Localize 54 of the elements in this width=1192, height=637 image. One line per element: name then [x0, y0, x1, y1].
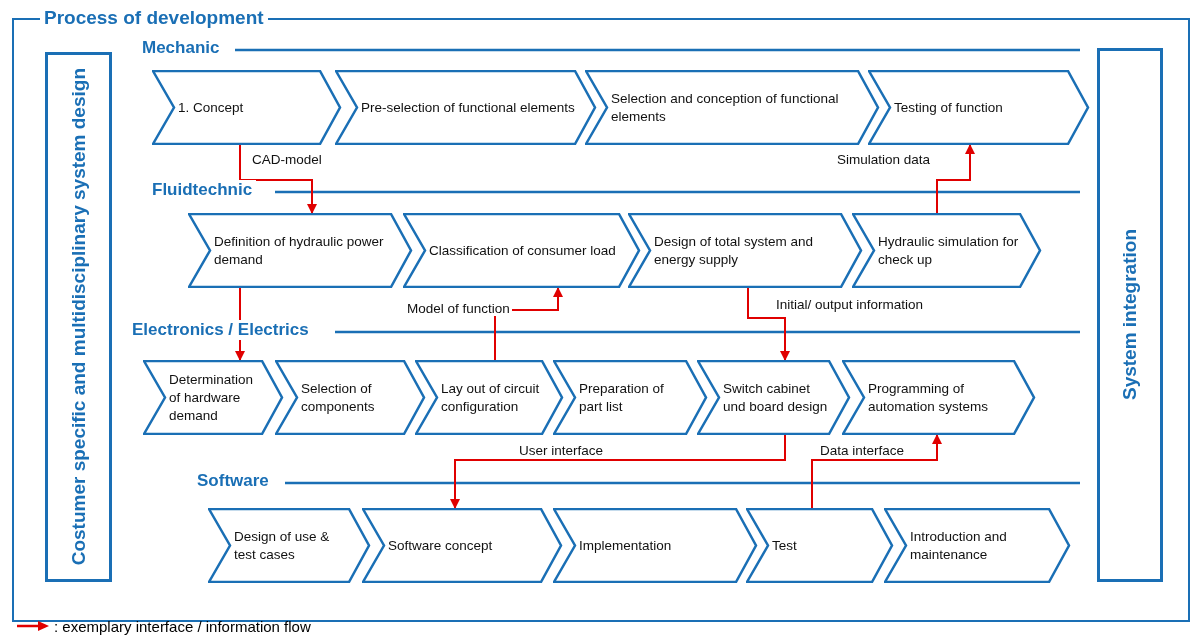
arrow: [936, 144, 975, 214]
side-panel: [1097, 48, 1163, 582]
step-label: Definition of hydraulic power demand: [214, 232, 385, 269]
edge-label: Model of function: [405, 301, 512, 316]
edge-label: Initial/ output information: [774, 297, 926, 312]
step-label: Programming of automation systems: [868, 379, 990, 416]
chevron-step: [585, 70, 880, 145]
legend-label: : exemplary interface / information flow: [54, 618, 311, 635]
step-label: Testing of function: [894, 98, 1003, 117]
edge-label: User interface: [517, 443, 606, 458]
step-label: Switch cabinet und board design: [723, 379, 829, 416]
step-label: Implementation: [579, 536, 672, 555]
step-label: Design of use & test cases: [234, 527, 331, 564]
chevron-step: [188, 213, 413, 288]
step-label: Design of total system and energy supply: [654, 232, 815, 269]
step-label: Hydraulic simulation for check up: [878, 232, 1020, 269]
chevron-step: [884, 508, 1071, 583]
step-label: 1. Concept: [178, 98, 244, 117]
step-label: Test: [772, 536, 797, 555]
step-label: Selection of components: [301, 379, 376, 416]
chevron-step: [746, 508, 894, 583]
arrow: [811, 434, 942, 509]
chevron-step: [852, 213, 1042, 288]
side-panel: [45, 52, 112, 582]
chevron-step: [362, 508, 563, 583]
edge-label: Simulation data: [835, 152, 933, 167]
step-label: Pre-selection of functional elements: [361, 98, 575, 117]
step-label: Classification of consumer load: [429, 241, 616, 260]
chevron-step: [152, 70, 342, 145]
chevron-step: [628, 213, 863, 288]
chevron-step: [842, 360, 1036, 435]
step-label: Determination of hardware demand: [169, 370, 255, 425]
step-label: Preparation of part list: [579, 379, 665, 416]
arrow: [450, 434, 786, 509]
step-label: Lay out of circuit configuration: [441, 379, 541, 416]
arrow: [747, 287, 790, 361]
chevron-step: [415, 360, 564, 435]
chevron-step: [553, 508, 758, 583]
chevron-step: [275, 360, 426, 435]
panel-label: Costumer specific and multidisciplinary system design: [66, 68, 90, 566]
panel-label: System integration: [1118, 229, 1141, 401]
step-label: Introduction and maintenance: [910, 527, 1008, 564]
chevron-step: [403, 213, 641, 288]
step-label: Software concept: [388, 536, 493, 555]
step-label: Selection and conception of functional elements: [611, 89, 840, 126]
chevron-step: [553, 360, 708, 435]
chevron-step: [868, 70, 1090, 145]
arrow: [239, 144, 317, 214]
chevron-step: [335, 70, 597, 145]
chevron-step: [697, 360, 851, 435]
chevron-step: [143, 360, 284, 435]
chevron-step: [208, 508, 371, 583]
edge-label: CAD-model: [250, 152, 324, 167]
edge-label: Data interface: [818, 443, 907, 458]
